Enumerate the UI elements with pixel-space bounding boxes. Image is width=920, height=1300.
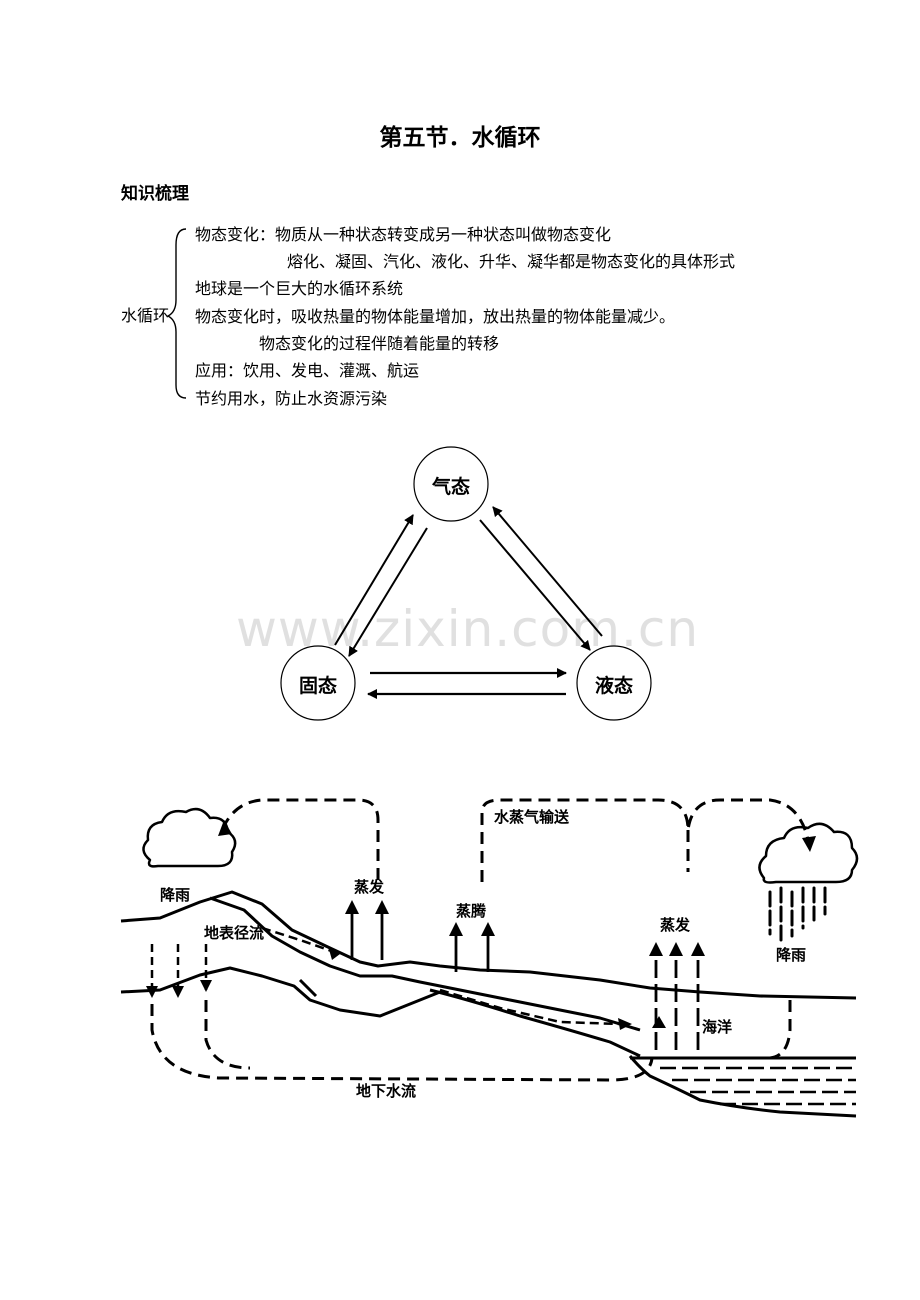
surface-runoff-path [261,926,341,956]
evaporation-land-label: 蒸发 [354,878,385,896]
section-heading: 知识梳理 [121,184,189,204]
outline-line: 物态变化：物质从一种状态转变成另一种状态叫做物态变化 [195,225,612,244]
arrow-gas-to-liquid [479,519,591,651]
outline-line: 物态变化时，吸收热量的物体能量增加，放出热量的物体能量减少。 [195,307,676,326]
page-title: 第五节．水循环 [379,125,541,151]
ocean-waves [660,1066,856,1106]
arrow-liquid-to-gas [492,506,603,637]
transpiration-label: 蒸腾 [456,902,487,920]
outline-line: 节约用水，防止水资源污染 [195,389,388,408]
outline-root-label: 水循环 [121,306,170,325]
liquid-circle [576,645,652,721]
rain-lines-right [768,886,827,944]
vapor-transport-label: 水蒸气输送 [494,808,570,826]
arrow-gas-to-solid [348,527,428,657]
solid-label: 固态 [298,675,337,697]
vapor-transport-path [222,798,380,880]
vapor-arrowhead-left [218,820,232,836]
ground-line [120,966,441,1018]
vapor-arrowhead-right [802,836,816,852]
outline-line: 物态变化的过程伴随着能量的转移 [259,334,500,353]
land-surface [120,890,857,1000]
outline-line: 熔化、凝固、汽化、液化、升华、凝华都是物态变化的具体形式 [287,252,736,271]
evaporation-sea-label: 蒸发 [660,916,691,934]
outline-brace [166,228,187,399]
groundwater-path [150,1004,654,1082]
surface-runoff-label: 地表径流 [204,924,265,942]
up-arrows [350,912,700,1050]
cloud-right [758,822,859,884]
gas-label: 气态 [431,476,470,498]
cloud-left [142,807,237,868]
arrow-solid-to-gas [334,514,414,646]
outline-line: 应用：饮用、发电、灌溉、航运 [195,361,420,380]
gas-circle [413,446,489,522]
rain-right-label: 降雨 [776,946,807,964]
solid-circle [280,645,356,721]
liquid-label: 液态 [594,675,633,697]
groundwater-label: 地下水流 [356,1082,417,1100]
ocean-label: 海洋 [702,1018,733,1036]
rain-left-label: 降雨 [160,886,191,904]
outline-line: 地球是一个巨大的水循环系统 [195,279,404,298]
ocean-bed [628,1055,857,1118]
